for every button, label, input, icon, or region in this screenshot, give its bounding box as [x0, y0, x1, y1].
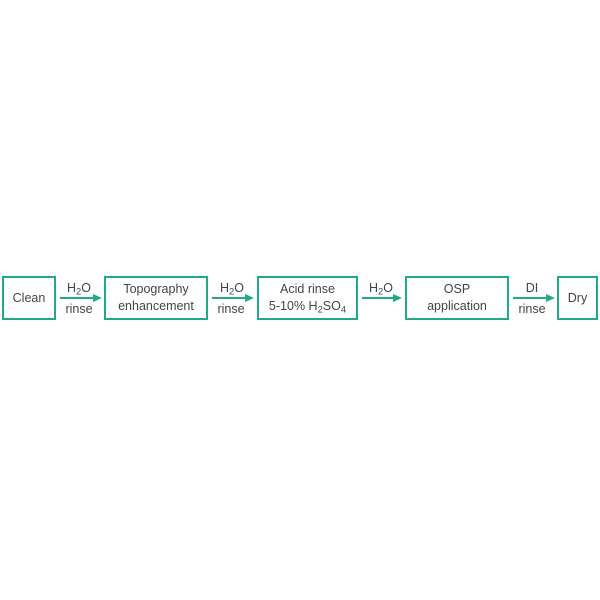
step-acid-rinse-line1: Acid rinse [280, 282, 335, 296]
transition-4-arrow [513, 294, 555, 302]
step-osp-line2: application [427, 299, 487, 313]
transition-1-top-label: H2O [67, 281, 91, 297]
step-clean-label: Clean [12, 290, 46, 305]
transition-1-arrow [60, 294, 102, 302]
transition-2-top-label: H2O [220, 281, 244, 297]
step-osp-application-box: OSP application [405, 276, 509, 320]
step-topography-line2: enhancement [118, 299, 194, 313]
transition-1-bottom-label: rinse [65, 302, 93, 316]
step-topography-line1: Topography [123, 282, 189, 296]
transition-3-arrow [362, 294, 402, 302]
step-topography-box: Topography enhancement [104, 276, 208, 320]
transition-2-bottom-label: rinse [217, 302, 245, 316]
arrowhead-icon [245, 294, 254, 302]
arrowhead-icon [93, 294, 102, 302]
step-clean-box: Clean [2, 276, 56, 320]
arrowhead-icon [393, 294, 402, 302]
step-osp-line1: OSP [443, 282, 471, 296]
step-acid-rinse-box: Acid rinse 5-10% H2SO4 [257, 276, 358, 320]
step-dry-box: Dry [557, 276, 598, 320]
step-dry-label: Dry [567, 290, 588, 305]
transition-2-arrow [212, 294, 254, 302]
transition-4-bottom-label: rinse [518, 302, 546, 316]
transition-4-top-label: DI [525, 281, 539, 295]
step-acid-rinse-line2: 5-10% H2SO4 [268, 299, 347, 315]
arrowhead-icon [546, 294, 555, 302]
transition-3-top-label: H2O [369, 281, 393, 297]
